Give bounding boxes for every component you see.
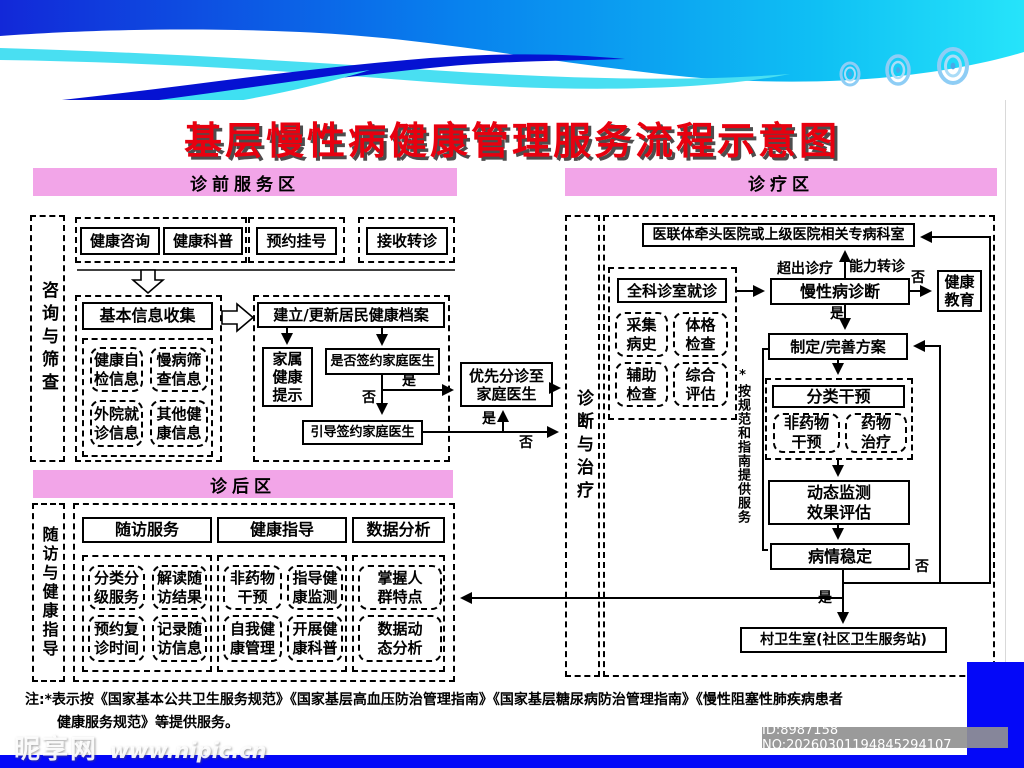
hollow-right-arrow: [221, 302, 255, 333]
box-dynamic-monitoring: 动态监测 效果评估: [768, 480, 910, 525]
box-book-revisit: 预约复 诊时间: [88, 615, 145, 662]
archive-container: [253, 295, 450, 462]
strip-diagnose-treat: 诊断与治疗: [565, 215, 600, 677]
box-health-education-pre: 健康科普: [163, 227, 243, 255]
strip-followup-guide: 随访与健康指导: [32, 503, 65, 682]
box-comprehensive-eval: 综合 评估: [673, 362, 728, 407]
section-header-pre: 诊前服务区: [33, 168, 457, 196]
box-family-tip: 家属 健康 提示: [262, 347, 313, 407]
box-archive: 建立/更新居民健康档案: [257, 302, 445, 328]
box-priority-triage: 优先分诊至 家庭医生: [460, 362, 553, 407]
followup-items-container: [82, 555, 212, 672]
page-title: 基层慢性病健康管理服务流程示意图: [183, 119, 840, 163]
footnote-line1: 注:*表示按《国家基本公共卫生服务规范》《国家基层高血压防治管理指南》《国家基层…: [25, 692, 843, 708]
collect-items-container: [82, 338, 213, 457]
section-header-treatment: 诊疗区: [565, 168, 997, 196]
treatment-container: [603, 215, 995, 677]
page-edge-line: [1005, 100, 1006, 755]
label-exceed-capacity: 超出诊疗: [777, 261, 833, 277]
watermark: 昵享网 www.nipic.cn: [14, 729, 267, 766]
box-dynamic-data-analysis: 数据动 态分析: [358, 615, 442, 662]
box-guide-sign: 引导签约家庭医生: [302, 420, 423, 445]
box-other-health-info: 其他健 康信息: [150, 400, 208, 447]
data-items-container: [352, 555, 445, 672]
box-population-profile: 掌握人 群特点: [358, 565, 442, 610]
box-sign-question: 是否签约家庭医生: [325, 348, 440, 375]
label-yes-diagnosis: 是: [830, 306, 844, 322]
strip-consult-screen-label: 咨询与筛查: [38, 281, 58, 396]
box-physical-exam: 体格 检查: [673, 312, 728, 357]
box-make-plan: 制定/完善方案: [768, 333, 908, 360]
pre-referral-container: [358, 217, 455, 263]
box-interpret-results: 解读随 访结果: [152, 565, 207, 610]
box-record-followup: 记录随 访信息: [152, 615, 207, 662]
banner-wave-decoration: [0, 0, 1024, 100]
box-guide-monitoring: 指导健 康监测: [287, 565, 343, 610]
box-nondrug-guidance: 非药物 干预: [223, 565, 282, 610]
pre-appoint-container: [248, 217, 345, 263]
label-capacity-referral: 能力转诊: [849, 259, 905, 275]
box-health-consult: 健康咨询: [80, 227, 160, 255]
watermark-site-url: www.nipic.cn: [109, 739, 267, 763]
label-yes-priority: 是: [482, 411, 496, 427]
box-screening-info: 慢病筛 查信息: [150, 347, 208, 392]
post-container: [73, 503, 455, 682]
guidance-items-container: [217, 555, 347, 672]
box-graded-service: 分类分 级服务: [88, 565, 145, 610]
banner-bottom-cyan: [159, 70, 370, 100]
hollow-down-arrow: [130, 269, 166, 295]
box-health-guidance: 健康指导: [217, 517, 347, 543]
label-yes-stable: 是: [818, 590, 832, 606]
box-data-analysis: 数据分析: [352, 517, 445, 543]
box-auxiliary-exam: 辅助 检查: [615, 362, 668, 407]
pre-consult-container: [75, 217, 247, 263]
box-history-taking: 采集 病史: [615, 312, 668, 357]
collect-container: [75, 295, 222, 462]
box-receive-referral: 接收转诊: [366, 227, 448, 255]
box-drug-therapy: 药物 治疗: [845, 413, 907, 453]
box-followup-service: 随访服务: [82, 517, 212, 543]
image-id-badge: ID:8987158 NO:20260301194845294107: [762, 723, 1008, 753]
label-no-diagnosis: 否: [911, 270, 925, 286]
box-health-popularization: 开展健 康科普: [287, 615, 343, 662]
box-classified-intervention: 分类干预: [772, 385, 905, 408]
strip-diagnose-treat-label: 诊断与治疗: [573, 388, 593, 504]
clinic-container: [608, 267, 737, 420]
blue-footer-bar: [0, 755, 1024, 768]
box-appointment: 预约挂号: [256, 227, 337, 255]
guideline-vertical-note: *按规范和指南提供服务: [735, 368, 750, 524]
label-no-stable: 否: [915, 559, 929, 575]
box-self-management: 自我健 康管理: [223, 615, 282, 662]
box-health-education: 健康 教育: [937, 270, 982, 312]
box-hospital-referral: 医联体牵头医院或上级医院相关专病科室: [642, 223, 915, 247]
box-external-visit-info: 外院就 诊信息: [90, 400, 143, 447]
strip-followup-guide-label: 随访与健康指导: [39, 526, 59, 659]
section-header-post: 诊后区: [33, 470, 453, 498]
label-no-priority: 否: [519, 435, 533, 451]
box-village-clinic: 村卫生室(社区卫生服务站): [740, 627, 947, 653]
box-self-check-info: 健康自 检信息: [90, 347, 143, 392]
rings-icon: [839, 47, 969, 87]
box-condition-stable: 病情稳定: [770, 543, 910, 570]
box-gp-clinic: 全科诊室就诊: [617, 278, 727, 303]
footnote-line2: 健康服务规范》等提供服务。: [57, 715, 239, 731]
box-non-drug-intervention: 非药物 干预: [773, 413, 840, 453]
box-basic-info-collect: 基本信息收集: [82, 302, 213, 330]
strip-consult-screen: 咨询与筛查: [30, 215, 65, 462]
watermark-site-name: 昵享网: [14, 735, 99, 765]
label-no-sign: 否: [362, 390, 376, 406]
box-chronic-diagnosis: 慢性病诊断: [770, 278, 910, 305]
label-yes-sign: 是: [402, 373, 416, 389]
banner-main-wave: [0, 0, 1024, 82]
blue-corner-block: [967, 662, 1024, 768]
